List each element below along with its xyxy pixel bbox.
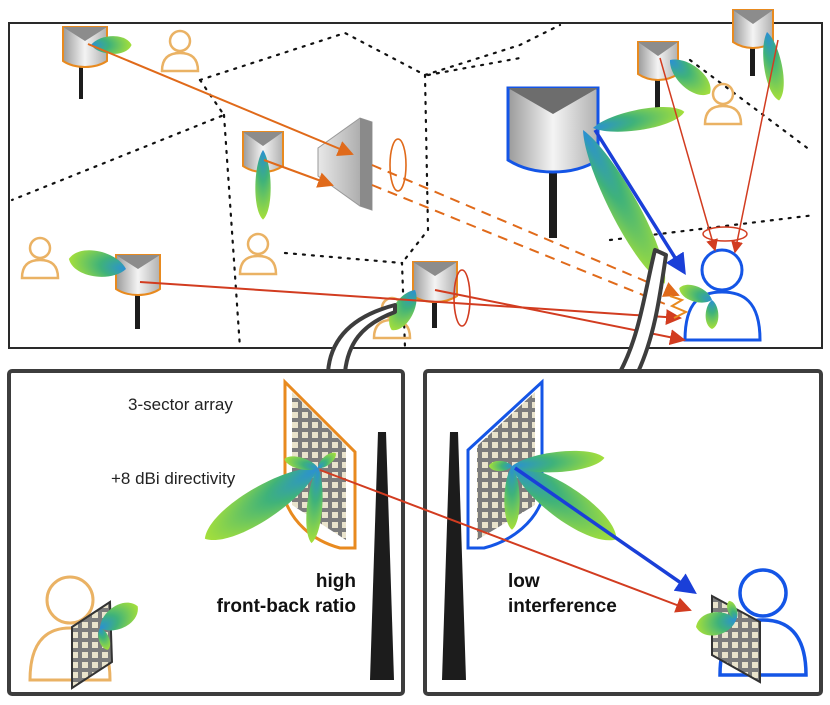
base-station-top-right-b [732, 9, 788, 103]
user-with-device-left [28, 575, 144, 690]
cell-boundaries [10, 23, 817, 350]
detail-signal-arrows [319, 466, 697, 613]
caption-front-back-ratio: front-back ratio [217, 596, 356, 617]
caption-low: low [508, 571, 540, 592]
antenna-pole-right [442, 432, 466, 680]
antenna-pole-left [370, 432, 394, 680]
base-station-blue [506, 86, 687, 291]
base-station-top-right-a [637, 41, 718, 112]
user-with-device-right [694, 568, 808, 684]
target-user [676, 226, 762, 342]
caption-high: high [316, 571, 356, 592]
interference-spark [669, 295, 689, 319]
base-station-left [66, 246, 161, 329]
label-3-sector-array: 3-sector array [128, 395, 233, 414]
detail-panel-left: 3-sector array +8 dBi directivity high f… [7, 369, 405, 696]
signal-arrows [87, 39, 779, 346]
overview-panel [8, 9, 823, 350]
caption-interference: interference [508, 596, 617, 617]
detail-panel-right: low interference [423, 369, 823, 696]
base-station-top-left [62, 26, 132, 99]
label-directivity: +8 dBi directivity [111, 469, 236, 488]
